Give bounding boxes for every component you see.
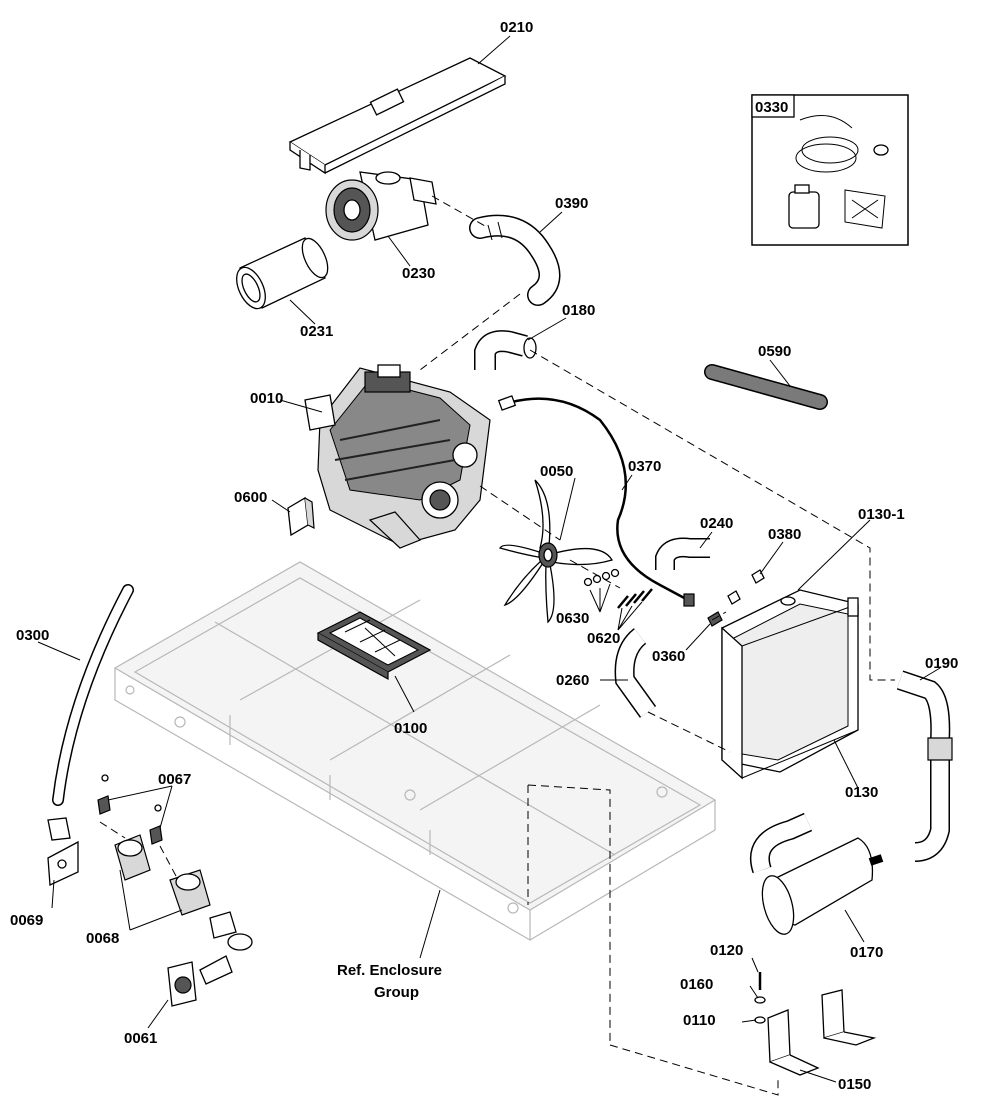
label-0130: 0130 (845, 784, 878, 801)
label-0130-1: 0130-1 (858, 506, 905, 523)
leader-lines (37, 35, 941, 1083)
exhaust-pipe-0190 (896, 670, 953, 862)
label-0069: 0069 (10, 912, 43, 929)
label-0010: 0010 (250, 390, 283, 407)
label-0061: 0061 (124, 1030, 157, 1047)
label-0190: 0190 (925, 655, 958, 672)
label-0330: 0330 (755, 99, 788, 116)
label-ref-enclosure-line2: Group (374, 984, 419, 1001)
wire-harness-0370 (497, 395, 695, 607)
muffler-brackets-0150 (754, 972, 877, 1076)
filter-element-0231 (236, 237, 329, 310)
label-0300: 0300 (16, 627, 49, 644)
fitting-0360 (707, 611, 723, 627)
kit-box-0330 (751, 94, 909, 246)
fuel-components (47, 774, 253, 1007)
intake-hose-0390 (469, 214, 561, 306)
hardware-0630-0620 (583, 568, 653, 609)
hose-0300 (52, 584, 134, 806)
hose-0590 (704, 364, 828, 410)
label-0067: 0067 (158, 771, 191, 788)
label-0160: 0160 (680, 976, 713, 993)
label-0150: 0150 (838, 1076, 871, 1093)
assembly-lines (99, 195, 895, 1096)
upper-hose-0180 (474, 330, 537, 370)
label-0100: 0100 (394, 720, 427, 737)
label-0050: 0050 (540, 463, 573, 480)
label-0360: 0360 (652, 648, 685, 665)
label-0231: 0231 (300, 323, 333, 340)
label-0590: 0590 (758, 343, 791, 360)
enclosure-frame-reference (113, 561, 717, 942)
label-0600: 0600 (234, 489, 267, 506)
label-0240: 0240 (700, 515, 733, 532)
label-0260: 0260 (556, 672, 589, 689)
label-0110: 0110 (683, 1012, 716, 1029)
label-ref-enclosure-line1: Ref. Enclosure (337, 962, 442, 979)
tray-0100 (316, 611, 432, 681)
radiator-0130 (721, 589, 859, 780)
label-0180: 0180 (562, 302, 595, 319)
label-0370: 0370 (628, 458, 661, 475)
engine-0010 (304, 364, 491, 549)
label-0630: 0630 (556, 610, 589, 627)
label-0170: 0170 (850, 944, 883, 961)
label-0380: 0380 (768, 526, 801, 543)
label-0390: 0390 (555, 195, 588, 212)
label-0230: 0230 (402, 265, 435, 282)
bracket-0600 (287, 496, 315, 537)
clamp-0380 (727, 569, 765, 605)
air-cleaner-0230 (325, 171, 437, 241)
label-0620: 0620 (587, 630, 620, 647)
fan-0050 (498, 479, 613, 624)
hose-0260 (614, 628, 657, 718)
label-0068: 0068 (86, 930, 119, 947)
label-0210: 0210 (500, 19, 533, 36)
hose-0240 (655, 537, 710, 570)
muffler-0170 (750, 812, 884, 935)
top-plate-0210 (288, 57, 507, 175)
label-0120: 0120 (710, 942, 743, 959)
